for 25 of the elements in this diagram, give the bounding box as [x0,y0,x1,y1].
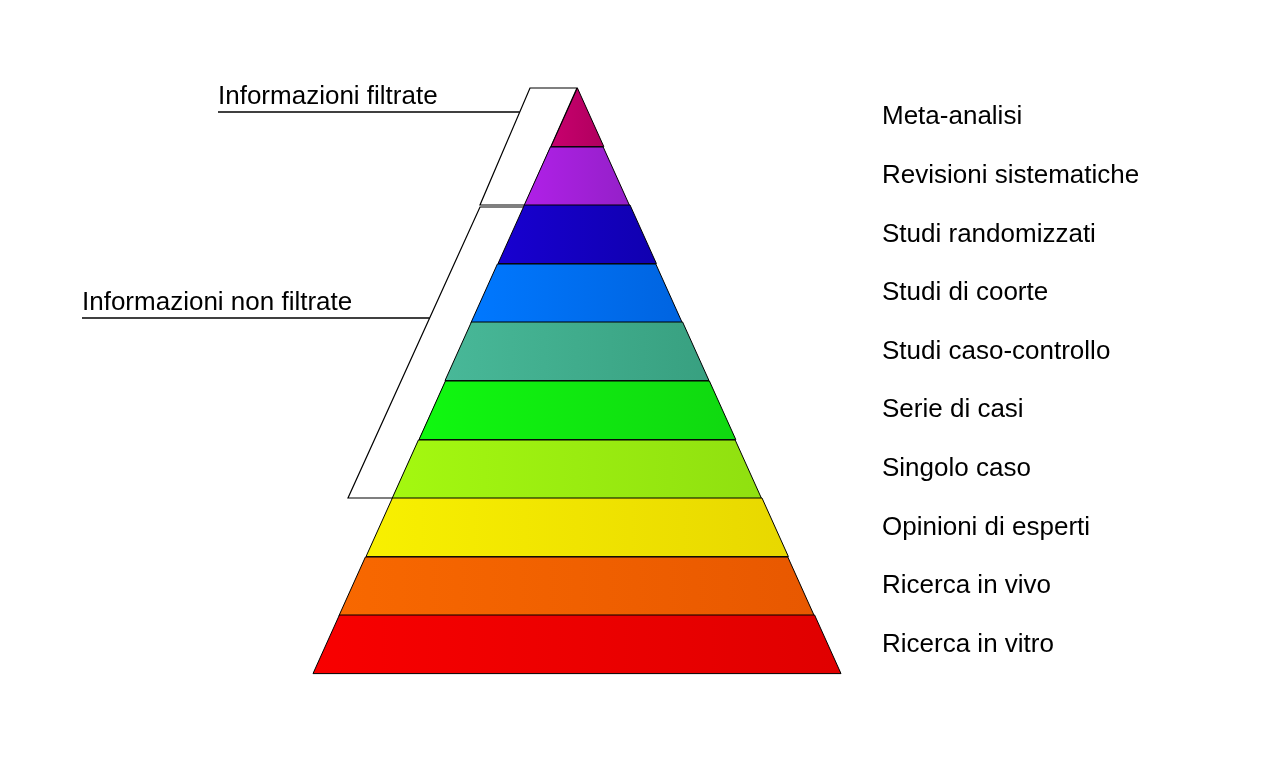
pyramid-band [339,556,815,616]
level-label: Studi caso-controllo [882,334,1111,365]
leader-line [81,317,431,319]
group-label: Informazioni non filtrate [82,286,353,316]
pyramid-band [524,146,630,206]
pyramid-band [365,498,789,557]
level-label: Opinioni di esperti [882,510,1091,541]
pyramid-band [471,263,683,323]
pyramid-apex-triangle [550,88,604,147]
level-label: Studi di coorte [882,276,1049,307]
level-label: Revisioni sistematiche [882,158,1140,189]
bracket-band [480,88,577,205]
level-label: Serie di casi [882,393,1024,424]
leader-line [217,111,521,113]
level-label: Studi randomizzati [882,217,1096,248]
level-label: Meta-analisi [882,100,1023,131]
pyramid-band [445,322,709,381]
level-label: Singolo caso [882,451,1031,482]
pyramid-band [497,205,657,264]
group-label: Informazioni filtrate [218,80,438,110]
pyramid-band [313,615,841,674]
pyramid-band [392,439,762,499]
level-label: Ricerca in vivo [882,569,1052,600]
level-label: Ricerca in vitro [882,627,1054,658]
pyramid-band [418,381,736,440]
